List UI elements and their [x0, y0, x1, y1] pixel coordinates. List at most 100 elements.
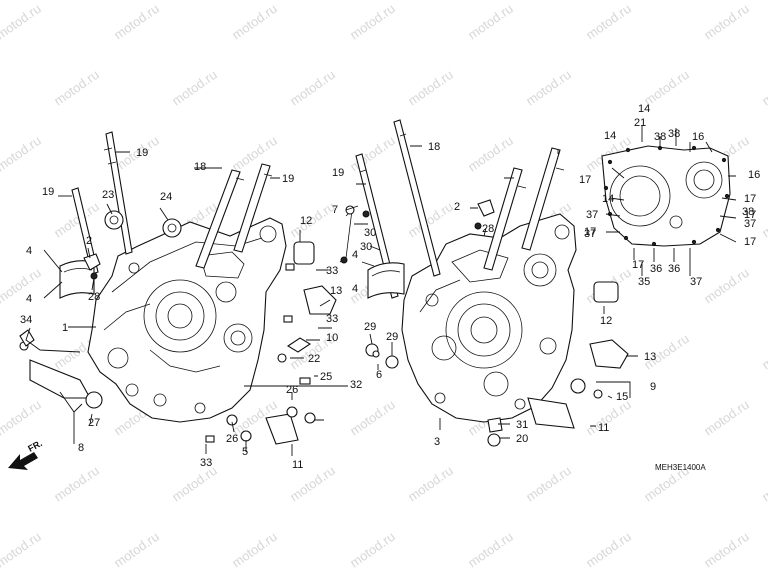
callout-34: 34	[20, 314, 32, 326]
watermark: motod.ru	[405, 67, 456, 109]
callout-12: 12	[600, 315, 612, 327]
callout-37: 37	[744, 218, 756, 230]
callout-12: 12	[300, 215, 312, 227]
callout-37: 37	[690, 276, 702, 288]
callout-19: 19	[42, 186, 54, 198]
watermark: motod.ru	[759, 67, 768, 109]
callout-layer: 1223444456789101111121213131414141516161…	[20, 103, 760, 471]
callout-17: 17	[632, 259, 644, 271]
watermark: motod.ru	[51, 67, 102, 109]
drawing-code: MEH3E1400A	[655, 463, 706, 472]
watermark: motod.ru	[169, 67, 220, 109]
callout-29: 29	[364, 321, 376, 333]
watermark: motod.ru	[229, 529, 280, 571]
watermark: motod.ru	[229, 133, 280, 175]
right-crankcase	[401, 213, 577, 423]
callout-33: 33	[326, 313, 338, 325]
callout-16: 16	[692, 131, 704, 143]
callout-37: 37	[586, 209, 598, 221]
callout-36: 36	[668, 263, 680, 275]
callout-11: 11	[598, 422, 609, 434]
watermark: motod.ru	[701, 1, 752, 43]
callout-18: 18	[428, 141, 440, 153]
watermark: motod.ru	[111, 529, 162, 571]
callout-17: 17	[744, 193, 756, 205]
callout-17: 17	[744, 236, 756, 248]
callout-10: 10	[326, 332, 338, 344]
watermark: motod.ru	[229, 1, 280, 43]
callout-2: 2	[86, 235, 92, 247]
callout-25: 25	[320, 371, 332, 383]
watermark: motod.ru	[583, 529, 634, 571]
callout-38: 38	[742, 206, 754, 218]
watermark: motod.ru	[759, 463, 768, 505]
watermark: motod.ru	[583, 1, 634, 43]
callout-4: 4	[352, 249, 358, 261]
callout-28: 28	[482, 223, 494, 235]
crankcase-cover	[601, 145, 731, 247]
direction-arrow: FR.	[8, 438, 44, 470]
watermark: motod.ru	[759, 199, 768, 241]
watermark: motod.ru	[287, 67, 338, 109]
callout-7: 7	[332, 204, 338, 216]
callout-17: 17	[579, 174, 591, 186]
callout-31: 31	[516, 419, 528, 431]
callout-4: 4	[26, 293, 32, 305]
callout-21: 21	[634, 117, 646, 129]
callout-3: 3	[434, 436, 440, 448]
callout-22: 22	[308, 353, 320, 365]
callout-19: 19	[332, 167, 344, 179]
watermark: motod.ru	[465, 1, 516, 43]
small-parts	[19, 199, 629, 447]
watermark: motod.ru	[523, 463, 574, 505]
callout-28: 28	[88, 291, 100, 303]
callout-18: 18	[194, 161, 206, 173]
callout-35: 35	[638, 276, 650, 288]
callout-11: 11	[292, 459, 303, 471]
callout-23: 23	[102, 189, 114, 201]
callout-29: 29	[386, 331, 398, 343]
callout-36: 36	[650, 263, 662, 275]
callout-15: 15	[616, 391, 628, 403]
callout-32: 32	[350, 379, 362, 391]
watermark: motod.ru	[701, 265, 752, 307]
watermark: motod.ru	[523, 67, 574, 109]
callout-27: 27	[88, 417, 100, 429]
watermark: motod.ru	[0, 529, 44, 571]
watermark: motod.ru	[111, 1, 162, 43]
watermark: motod.ru	[347, 529, 398, 571]
watermark: motod.ru	[0, 133, 44, 175]
callout-4: 4	[352, 283, 358, 295]
watermark: motod.ru	[759, 331, 768, 373]
leader-lines	[25, 126, 737, 456]
watermark: motod.ru	[701, 529, 752, 571]
callout-8: 8	[78, 442, 84, 454]
callout-38: 38	[654, 131, 666, 143]
callout-1: 1	[62, 322, 68, 334]
watermark: motod.ru	[0, 1, 44, 43]
watermark: motod.ru	[347, 133, 398, 175]
callout-37: 37	[584, 228, 596, 240]
watermark: motod.ru	[347, 397, 398, 439]
callout-13: 13	[644, 351, 656, 363]
callout-30: 30	[364, 227, 376, 239]
left-crankcase	[87, 217, 287, 423]
watermark: motod.ru	[287, 199, 338, 241]
watermark: motod.ru	[51, 463, 102, 505]
watermark: motod.ru	[405, 463, 456, 505]
callout-33: 33	[326, 265, 338, 277]
callout-20: 20	[516, 433, 528, 445]
callout-19: 19	[282, 173, 294, 185]
callout-26: 26	[286, 384, 298, 396]
callout-38: 38	[668, 128, 680, 140]
callout-14: 14	[604, 130, 616, 142]
callout-17: 17	[584, 226, 596, 238]
callout-19: 19	[136, 147, 148, 159]
watermark: motod.ru	[0, 397, 44, 439]
watermark: motod.ru	[0, 265, 44, 307]
callout-6: 6	[376, 369, 382, 381]
studs	[71, 119, 565, 299]
callout-9: 9	[650, 381, 656, 393]
